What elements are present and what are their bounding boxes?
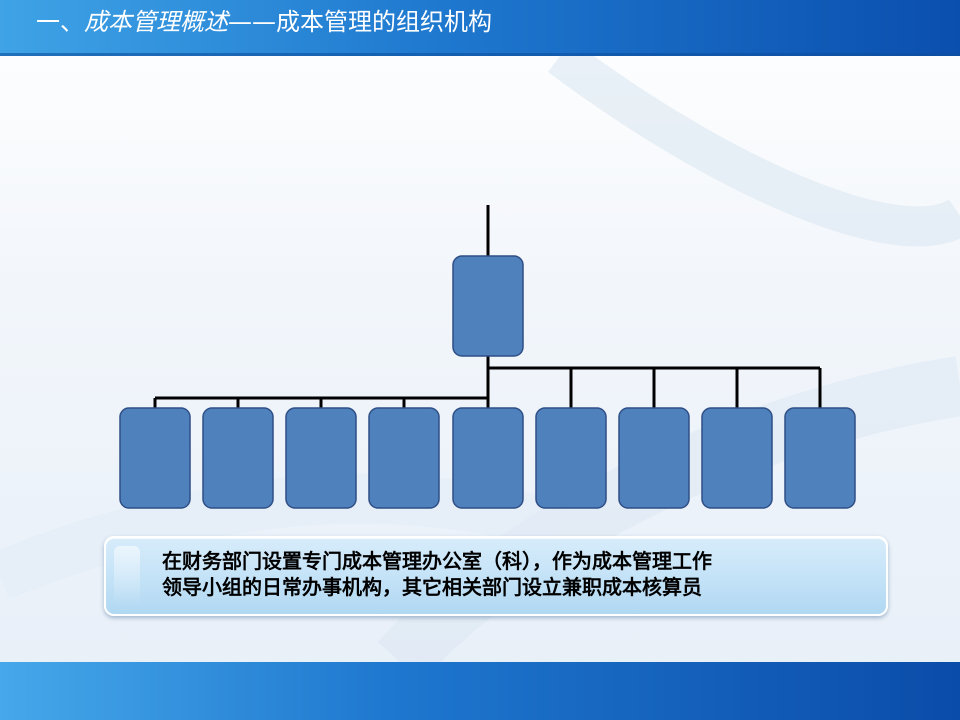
org-root-box [452, 255, 524, 357]
org-child-box-6 [535, 407, 607, 509]
org-child-box-4 [368, 407, 440, 509]
callout-text: 在财务部门设置专门成本管理办公室（科），作为成本管理工作 领导小组的日常办事机构… [162, 548, 862, 600]
org-boxes [119, 255, 856, 509]
title-italic: 成本管理概述 [84, 8, 228, 36]
org-child-box-7 [618, 407, 690, 509]
title-dash: —— [228, 8, 276, 36]
org-child-box-9 [784, 407, 856, 509]
org-child-box-1 [119, 407, 191, 509]
footer-bar [0, 662, 960, 720]
org-child-box-8 [701, 407, 773, 509]
org-child-box-5 [452, 407, 524, 509]
org-child-box-3 [285, 407, 357, 509]
org-connectors [153, 205, 822, 408]
title-prefix: 一、 [36, 8, 84, 36]
slide-title: 一、成本管理概述——成本管理的组织机构 [36, 8, 492, 36]
callout-line-2: 领导小组的日常办事机构，其它相关部门设立兼职成本核算员 [162, 575, 702, 599]
title-bar: 一、成本管理概述——成本管理的组织机构 [0, 0, 960, 56]
description-callout: 在财务部门设置专门成本管理办公室（科），作为成本管理工作 领导小组的日常办事机构… [104, 536, 888, 616]
callout-highlight [114, 546, 140, 606]
callout-line-1: 在财务部门设置专门成本管理办公室（科），作为成本管理工作 [162, 549, 712, 573]
title-rest: 成本管理的组织机构 [276, 8, 492, 36]
org-child-box-2 [202, 407, 274, 509]
